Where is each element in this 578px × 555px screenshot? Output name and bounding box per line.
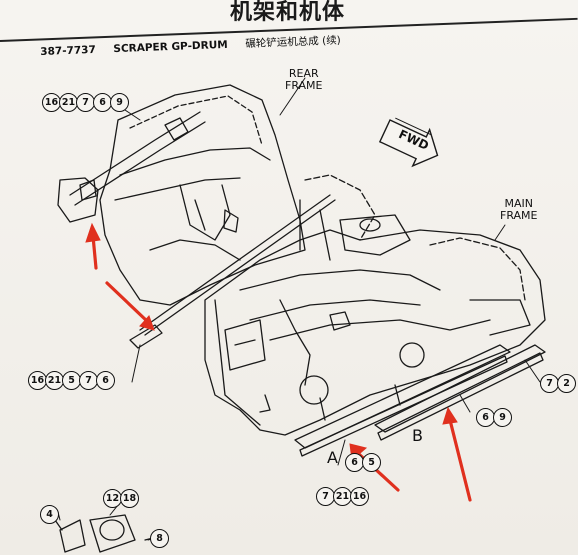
callout-bubble: 7: [76, 93, 95, 112]
callout-bubble: 16: [350, 487, 369, 506]
callout-bubble: 5: [362, 453, 381, 472]
fwd-arrow: [378, 117, 439, 168]
callout-bottom-left-8: 8: [150, 529, 169, 548]
callout-top-left: 16 21 7 6 9: [42, 93, 129, 112]
callout-right-edge: 7 2: [540, 374, 576, 393]
callout-b-right: 6 9: [476, 408, 512, 427]
red-arrow-2: [105, 281, 150, 324]
shaft-line: [139, 194, 331, 331]
callout-bubble: 6: [96, 371, 115, 390]
callout-bubble: 18: [120, 489, 139, 508]
callout-bottom-left-12: 12 18: [103, 489, 139, 508]
callout-under-a: 6 5: [345, 453, 381, 472]
bottom-parts-drawing: [54, 514, 166, 553]
point-b-label: B: [412, 426, 423, 445]
red-arrow-4: [448, 418, 472, 502]
annotation-arrows: [85, 222, 472, 502]
strip-b-drawing: [374, 344, 546, 441]
strip-a-drawing: [294, 344, 511, 457]
callout-bubble: 9: [493, 408, 512, 427]
point-a-label: A: [327, 448, 338, 467]
callout-bubble: 6: [345, 453, 364, 472]
callout-bottom-center: 7 21 16: [316, 487, 369, 506]
callout-bubble: 8: [150, 529, 169, 548]
callout-mid-left: 16 21 5 7 6: [28, 371, 115, 390]
rear-frame-drawing: [57, 84, 306, 306]
callout-bubble: 16: [42, 93, 61, 112]
callout-bubble: 21: [45, 371, 64, 390]
rear-frame-label: REAR FRAME: [285, 67, 323, 92]
main-frame-label: MAIN FRAME: [500, 197, 538, 222]
callout-bubble: 2: [557, 374, 576, 393]
callout-bubble: 9: [110, 93, 129, 112]
callout-bubble: 4: [40, 505, 59, 524]
main-frame-drawing: [204, 174, 546, 436]
callout-bottom-left-4: 4: [40, 505, 59, 524]
page-header-title: 机架和机体: [230, 0, 346, 25]
